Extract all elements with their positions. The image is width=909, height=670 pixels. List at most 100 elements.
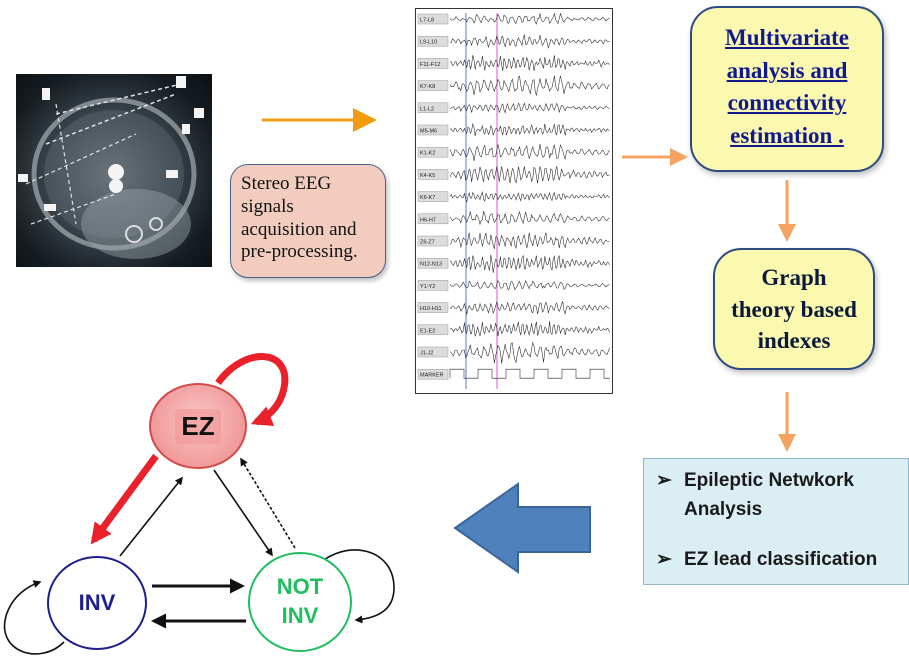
ez-self-loop-arrow bbox=[215, 353, 289, 427]
eeg-waveform bbox=[449, 300, 610, 315]
eeg-channel-label-box bbox=[417, 102, 449, 114]
result-item-label: EZ lead classification bbox=[684, 549, 878, 570]
eeg-waveform bbox=[449, 75, 610, 96]
ez-to-inv-arrow bbox=[90, 453, 159, 545]
eeg-channel-label: E1-E2 bbox=[420, 328, 435, 334]
eeg-channel-label: M5-M6 bbox=[420, 129, 437, 135]
eeg-channel-label-box bbox=[417, 80, 449, 91]
eeg-channel-label: K4-K5 bbox=[420, 173, 435, 179]
notinv-to-ez-arrow bbox=[240, 457, 296, 549]
eeg-channel-label-box bbox=[417, 368, 449, 380]
eeg-waveform bbox=[449, 12, 610, 25]
inv-node-label: INV bbox=[78, 590, 116, 615]
multivariate-analysis-box: Multivariate analysis and connectivity e… bbox=[690, 6, 884, 172]
eeg-channel-label-box bbox=[417, 280, 449, 291]
inv-to-ez-arrow bbox=[119, 476, 183, 557]
not-inv-node: NOT INV bbox=[248, 552, 352, 652]
acquisition-text: Stereo EEG signals acquisition and pre-p… bbox=[241, 173, 358, 263]
eeg-channel: F11-F12 bbox=[417, 55, 610, 72]
eeg-waveform bbox=[449, 279, 610, 291]
eeg-channel-label: J1-J2 bbox=[420, 351, 433, 357]
graph-theory-line: Graph bbox=[761, 265, 827, 290]
eeg-channel-label-box bbox=[417, 35, 449, 47]
not-inv-node-label-line1: NOT bbox=[276, 574, 324, 600]
results-box: ➢ Epileptic Netwkork Analysis ➢ EZ lead … bbox=[643, 458, 909, 585]
graph-theory-line: theory based bbox=[731, 296, 857, 322]
eeg-channel-label: L7-L8 bbox=[420, 18, 434, 24]
eeg-channel: L9-L10 bbox=[417, 34, 610, 49]
eeg-channel: K4-K5 bbox=[417, 166, 610, 184]
eeg-waveform bbox=[449, 166, 610, 184]
eeg-waveform bbox=[449, 254, 610, 273]
eeg-traces-svg: L7-L8L9-L10F11-F12K7-K8L1-L2M5-M6K1-K2K4… bbox=[417, 12, 610, 389]
eeg-waveform bbox=[449, 122, 610, 137]
ez-to-notinv-arrow bbox=[213, 469, 273, 557]
eeg-channel-label: H6-H7 bbox=[420, 217, 436, 223]
eeg-channel: Z6-Z7 bbox=[417, 232, 610, 250]
eeg-channel: K1-K2 bbox=[417, 144, 610, 162]
eeg-channel: H10-H11 bbox=[417, 300, 610, 315]
eeg-channel-label-box bbox=[417, 257, 449, 269]
eeg-channel: Y1-Y2 bbox=[417, 279, 610, 291]
eeg-channel-label: K6-K7 bbox=[420, 195, 435, 201]
xray-image bbox=[16, 74, 212, 267]
eeg-channel: K6-K7 bbox=[417, 191, 610, 203]
multivariate-line: estimation . bbox=[730, 122, 844, 148]
eeg-channel: MARKER bbox=[417, 368, 610, 380]
eeg-channel-label: Z6-Z7 bbox=[420, 240, 435, 246]
eeg-channel: J1-J2 bbox=[417, 341, 610, 364]
not-inv-node-label-line2: INV bbox=[281, 603, 319, 628]
arrow-bullet-icon: ➢ bbox=[656, 470, 672, 491]
eeg-channel-label: Y1-Y2 bbox=[420, 284, 435, 290]
eeg-channel: M5-M6 bbox=[417, 122, 610, 137]
eeg-channel-label-box bbox=[417, 191, 449, 202]
result-item-classification: ➢ EZ lead classification bbox=[644, 546, 908, 575]
eeg-channel: L7-L8 bbox=[417, 12, 610, 25]
eeg-channel-label-box bbox=[417, 124, 449, 136]
multivariate-line: connectivity bbox=[727, 90, 847, 116]
graph-theory-line: indexes bbox=[757, 328, 831, 354]
eeg-waveform bbox=[449, 232, 610, 250]
arrow-bullet-icon: ➢ bbox=[656, 549, 672, 570]
eeg-waveform bbox=[449, 191, 610, 203]
eeg-channel: H6-H7 bbox=[417, 210, 610, 226]
eeg-channel-label: H10-H11 bbox=[420, 306, 442, 312]
eeg-channel-label: F11-F12 bbox=[420, 62, 440, 68]
eeg-waveform bbox=[449, 321, 610, 337]
xray-skull-graphic bbox=[18, 76, 204, 259]
eeg-channel-label: L9-L10 bbox=[420, 40, 437, 46]
eeg-channel-label-box bbox=[417, 146, 449, 158]
eeg-waveform bbox=[449, 210, 610, 226]
eeg-channel-label: L1-L2 bbox=[420, 106, 434, 112]
eeg-channel: E1-E2 bbox=[417, 321, 610, 337]
eeg-channel-label-box bbox=[417, 58, 449, 69]
multivariate-line: Multivariate bbox=[725, 25, 849, 50]
eeg-channel-label-box bbox=[417, 302, 449, 313]
ez-node: EZ bbox=[149, 383, 247, 469]
eeg-waveform bbox=[449, 102, 610, 114]
eeg-waveform bbox=[449, 55, 610, 72]
eeg-channel-label: MARKER bbox=[420, 373, 444, 379]
ez-node-label: EZ bbox=[175, 408, 221, 444]
eeg-channel-label-box bbox=[417, 346, 449, 358]
eeg-channel: N12-N13 bbox=[417, 254, 610, 273]
eeg-channel-label-box bbox=[417, 235, 449, 247]
acquisition-box: Stereo EEG signals acquisition and pre-p… bbox=[230, 164, 386, 278]
eeg-channel-label: K7-K8 bbox=[420, 84, 435, 90]
eeg-waveform bbox=[449, 34, 610, 49]
inv-node: INV bbox=[47, 556, 147, 650]
eeg-channel-label-box bbox=[417, 213, 449, 225]
inv-self-loop-arrow bbox=[3, 580, 65, 655]
eeg-waveform bbox=[449, 341, 610, 364]
eeg-channel-label: N12-N13 bbox=[420, 262, 442, 268]
big-left-arrow bbox=[453, 482, 591, 574]
result-item-network: ➢ Epileptic Netwkork Analysis bbox=[644, 467, 908, 524]
eeg-waveform bbox=[449, 144, 610, 162]
result-item-label: Epileptic Netwkork Analysis bbox=[684, 470, 854, 520]
multivariate-line: analysis and bbox=[726, 57, 848, 83]
eeg-channel-label-box bbox=[417, 169, 449, 180]
eeg-waveform bbox=[449, 368, 610, 379]
eeg-channel-label-box bbox=[417, 324, 449, 336]
eeg-channel: K7-K8 bbox=[417, 75, 610, 96]
